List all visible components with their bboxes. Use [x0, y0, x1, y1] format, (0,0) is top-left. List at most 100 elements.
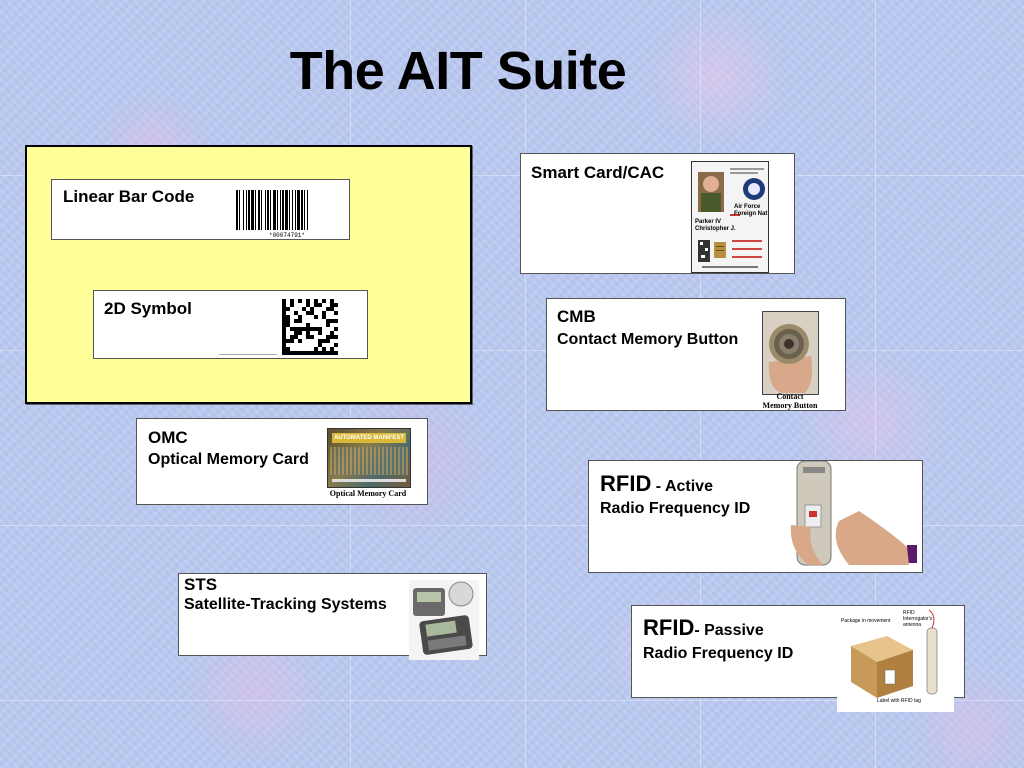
symbol-module — [290, 303, 294, 307]
smart-card-box: Smart Card/CAC Parker IV Christopher — [520, 153, 795, 274]
symbol-module — [306, 311, 310, 315]
symbol-module — [294, 331, 298, 335]
symbol-module — [322, 311, 326, 315]
card-name-line2: Christopher J. — [695, 226, 736, 232]
symbol-module — [290, 335, 294, 339]
cmb-caption-line1: Contact — [776, 392, 804, 401]
symbol-module — [298, 339, 302, 343]
id-card-image: Parker IV Christopher J. Air Force Forei… — [691, 161, 769, 273]
barcode-bar — [267, 190, 269, 230]
barcode-bar — [273, 190, 276, 230]
omc-box: OMC Optical Memory Card AUTOMATED MANIFE… — [136, 418, 428, 505]
2d-symbol-label: 2D Symbol — [104, 299, 192, 318]
symbol-module — [322, 299, 326, 303]
symbol-module — [326, 307, 330, 311]
symbol-module — [282, 339, 286, 343]
symbol-module — [306, 327, 310, 331]
symbol-module — [314, 327, 318, 331]
symbol-caption-line — [219, 354, 277, 355]
symbol-module — [330, 319, 334, 323]
symbol-module — [318, 327, 322, 331]
symbol-module — [314, 303, 318, 307]
card-affiliation-line1: Air Force — [734, 204, 761, 210]
symbol-module — [294, 311, 298, 315]
symbol-module — [314, 299, 318, 303]
symbol-module — [326, 351, 330, 355]
linear-bar-code-box: Linear Bar Code *00074791* — [51, 179, 350, 240]
card-name-line1: Parker IV — [695, 219, 722, 225]
symbol-module — [334, 311, 338, 315]
satellite-device-image — [409, 580, 479, 660]
symbol-module — [286, 307, 290, 311]
grid-line — [0, 175, 1024, 176]
sts-label: STS — [184, 575, 218, 594]
symbol-module — [298, 299, 302, 303]
barcode-bar — [255, 190, 256, 230]
symbol-module — [326, 319, 330, 323]
rfid-active-suffix: - Active — [651, 478, 713, 495]
symbol-module — [302, 327, 306, 331]
annot-package: Package in movement — [841, 618, 891, 624]
symbol-module — [290, 327, 294, 331]
symbol-module — [282, 299, 286, 303]
symbol-module — [286, 319, 290, 323]
rfid-passive-sublabel: Radio Frequency ID — [643, 645, 794, 662]
barcode-bar — [270, 190, 271, 230]
symbol-module — [298, 315, 302, 319]
rfid-passive-suffix: - Passive — [694, 622, 764, 639]
symbol-module — [282, 327, 286, 331]
symbol-module — [286, 315, 290, 319]
barcode-bar — [295, 190, 296, 230]
barcode-bar — [265, 190, 266, 230]
sts-sublabel: Satellite-Tracking Systems — [184, 596, 387, 613]
symbol-module — [330, 307, 334, 311]
symbol-module — [318, 351, 322, 355]
symbol-module — [310, 327, 314, 331]
symbol-module — [306, 331, 310, 335]
barcode-image: *00074791* — [232, 188, 342, 239]
symbol-module — [326, 335, 330, 339]
symbol-module — [282, 315, 286, 319]
cmb-caption-line2: Memory Button — [762, 401, 818, 410]
omc-caption: Optical Memory Card — [329, 489, 407, 498]
symbol-module — [298, 331, 302, 335]
symbol-module — [290, 339, 294, 343]
card-header: AUTOMATED MANIFEST — [332, 433, 406, 443]
omc-sublabel: Optical Memory Card — [148, 451, 309, 468]
barcode-bar — [292, 190, 293, 230]
symbol-module — [334, 335, 338, 339]
barcode-bar — [258, 190, 260, 230]
symbol-module — [318, 303, 322, 307]
rfid-passive-box: RFID- Passive Radio Frequency ID Package… — [631, 605, 965, 712]
symbol-module — [282, 319, 286, 323]
symbol-module — [334, 351, 338, 355]
annot-antenna-line2: Interrogator's — [903, 616, 933, 622]
symbol-module — [306, 335, 310, 339]
linear-bar-code-label: Linear Bar Code — [63, 187, 195, 206]
symbol-module — [290, 299, 294, 303]
symbol-module — [298, 327, 302, 331]
barcode-bar — [282, 190, 284, 230]
omc-label: OMC — [148, 428, 188, 447]
symbol-module — [282, 303, 286, 307]
symbol-module — [334, 327, 338, 331]
symbol-module — [294, 327, 298, 331]
symbol-module — [334, 319, 338, 323]
barcode-bar — [239, 190, 240, 230]
slide-title: The AIT Suite — [289, 41, 627, 101]
rfid-active-title: RFID - Active — [600, 471, 713, 497]
symbol-module — [286, 351, 290, 355]
symbol-module — [326, 323, 330, 327]
symbol-module — [322, 315, 326, 319]
grid-line — [525, 0, 526, 768]
symbol-module — [314, 351, 318, 355]
smart-card-label: Smart Card/CAC — [531, 163, 665, 182]
symbol-module — [286, 347, 290, 351]
card-name: Parker IV Christopher J. — [695, 219, 736, 233]
symbol-module — [294, 351, 298, 355]
symbol-module — [282, 343, 286, 347]
symbol-module — [318, 339, 322, 343]
symbol-module — [330, 351, 334, 355]
symbol-module — [310, 311, 314, 315]
symbol-module — [330, 347, 334, 351]
